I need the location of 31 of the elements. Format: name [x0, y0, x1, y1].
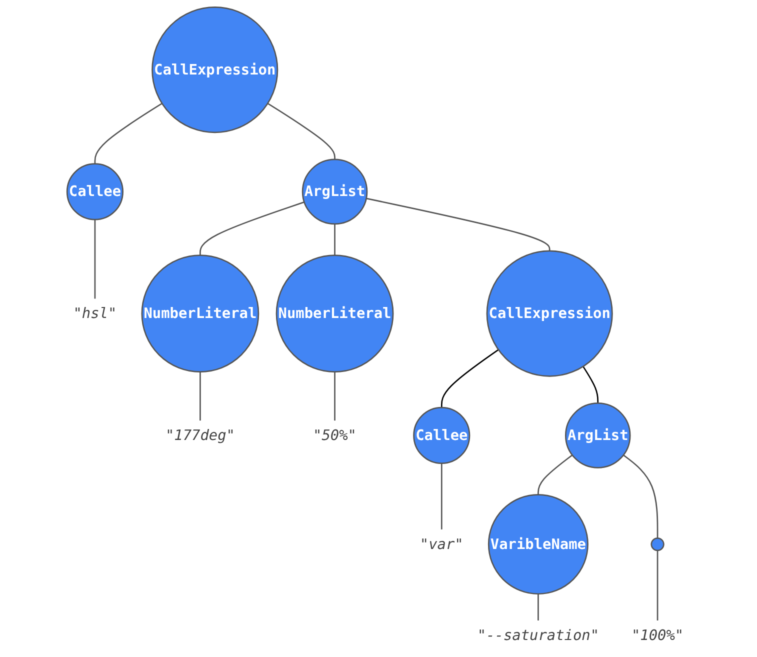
connector — [334, 372, 336, 422]
connector — [441, 463, 442, 530]
node-text: "50%" — [313, 426, 357, 444]
node-text: "177deg" — [166, 426, 236, 444]
connector — [94, 220, 96, 300]
node-text: "hsl" — [73, 304, 117, 322]
connector — [538, 454, 573, 495]
node-circle: NumberLiteral — [141, 254, 260, 373]
node-circle: ArgList — [565, 402, 631, 468]
node-circle — [650, 537, 664, 552]
node-text: "--saturation" — [477, 626, 600, 644]
node-circle: CallExpression — [486, 250, 613, 377]
node-circle: CallExpression — [152, 6, 278, 134]
node-text: "var" — [420, 535, 464, 552]
connector — [200, 201, 305, 256]
node-text: "100%" — [632, 626, 684, 644]
connector — [334, 224, 336, 256]
node-circle: Callee — [66, 163, 124, 220]
connector — [582, 366, 599, 404]
connector — [200, 372, 201, 422]
node-circle: Callee — [413, 406, 470, 464]
node-circle: NumberLiteral — [276, 254, 394, 373]
connector — [94, 102, 162, 164]
node-circle: ArgList — [302, 158, 368, 225]
connector — [656, 550, 658, 621]
connector — [366, 198, 550, 251]
connector — [267, 102, 336, 160]
connector — [623, 454, 658, 538]
connector — [441, 349, 499, 408]
connector — [538, 594, 539, 621]
node-circle: VaribleName — [488, 494, 589, 595]
